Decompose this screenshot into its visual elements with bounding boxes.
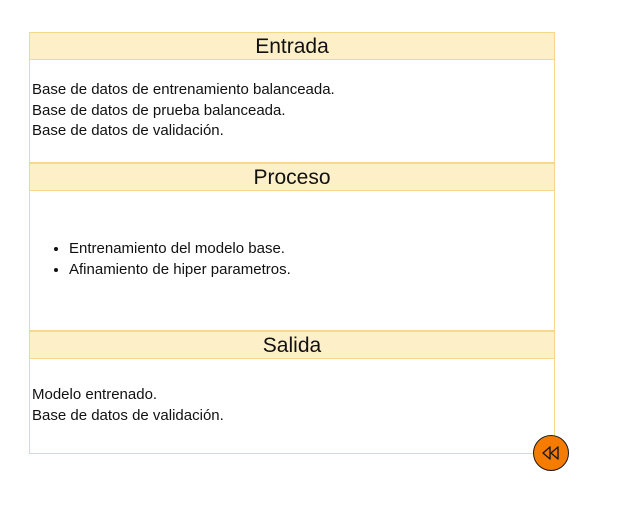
process-list: Entrenamiento del modelo base. Afinamien… <box>32 239 554 280</box>
input-line: Base de datos de validación. <box>32 122 224 139</box>
input-section-body: Base de datos de entrenamiento balancead… <box>30 60 554 142</box>
output-line: Modelo entrenado. <box>32 386 158 403</box>
back-button[interactable] <box>533 435 569 471</box>
input-section-title: Entrada <box>30 32 554 60</box>
process-list-item: Entrenamiento del modelo base. <box>69 239 554 260</box>
rewind-icon <box>541 446 561 460</box>
process-section: Proceso Entrenamiento del modelo base. A… <box>29 163 555 331</box>
process-list-item: Afinamiento de hiper parametros. <box>69 260 554 281</box>
process-section-body: Entrenamiento del modelo base. Afinamien… <box>30 191 554 280</box>
input-line: Base de datos de prueba balanceada. <box>32 101 286 119</box>
output-section-title: Salida <box>30 331 554 359</box>
output-line: Base de datos de validación. <box>32 406 224 424</box>
output-section-body: Modelo entrenado. Base de datos de valid… <box>30 359 554 426</box>
input-line: Base de datos de entrenamiento balancead… <box>32 81 335 98</box>
process-section-title: Proceso <box>30 163 554 191</box>
input-section: Entrada Base de datos de entrenamiento b… <box>29 32 555 163</box>
output-section: Salida Modelo entrenado. Base de datos d… <box>29 331 555 454</box>
